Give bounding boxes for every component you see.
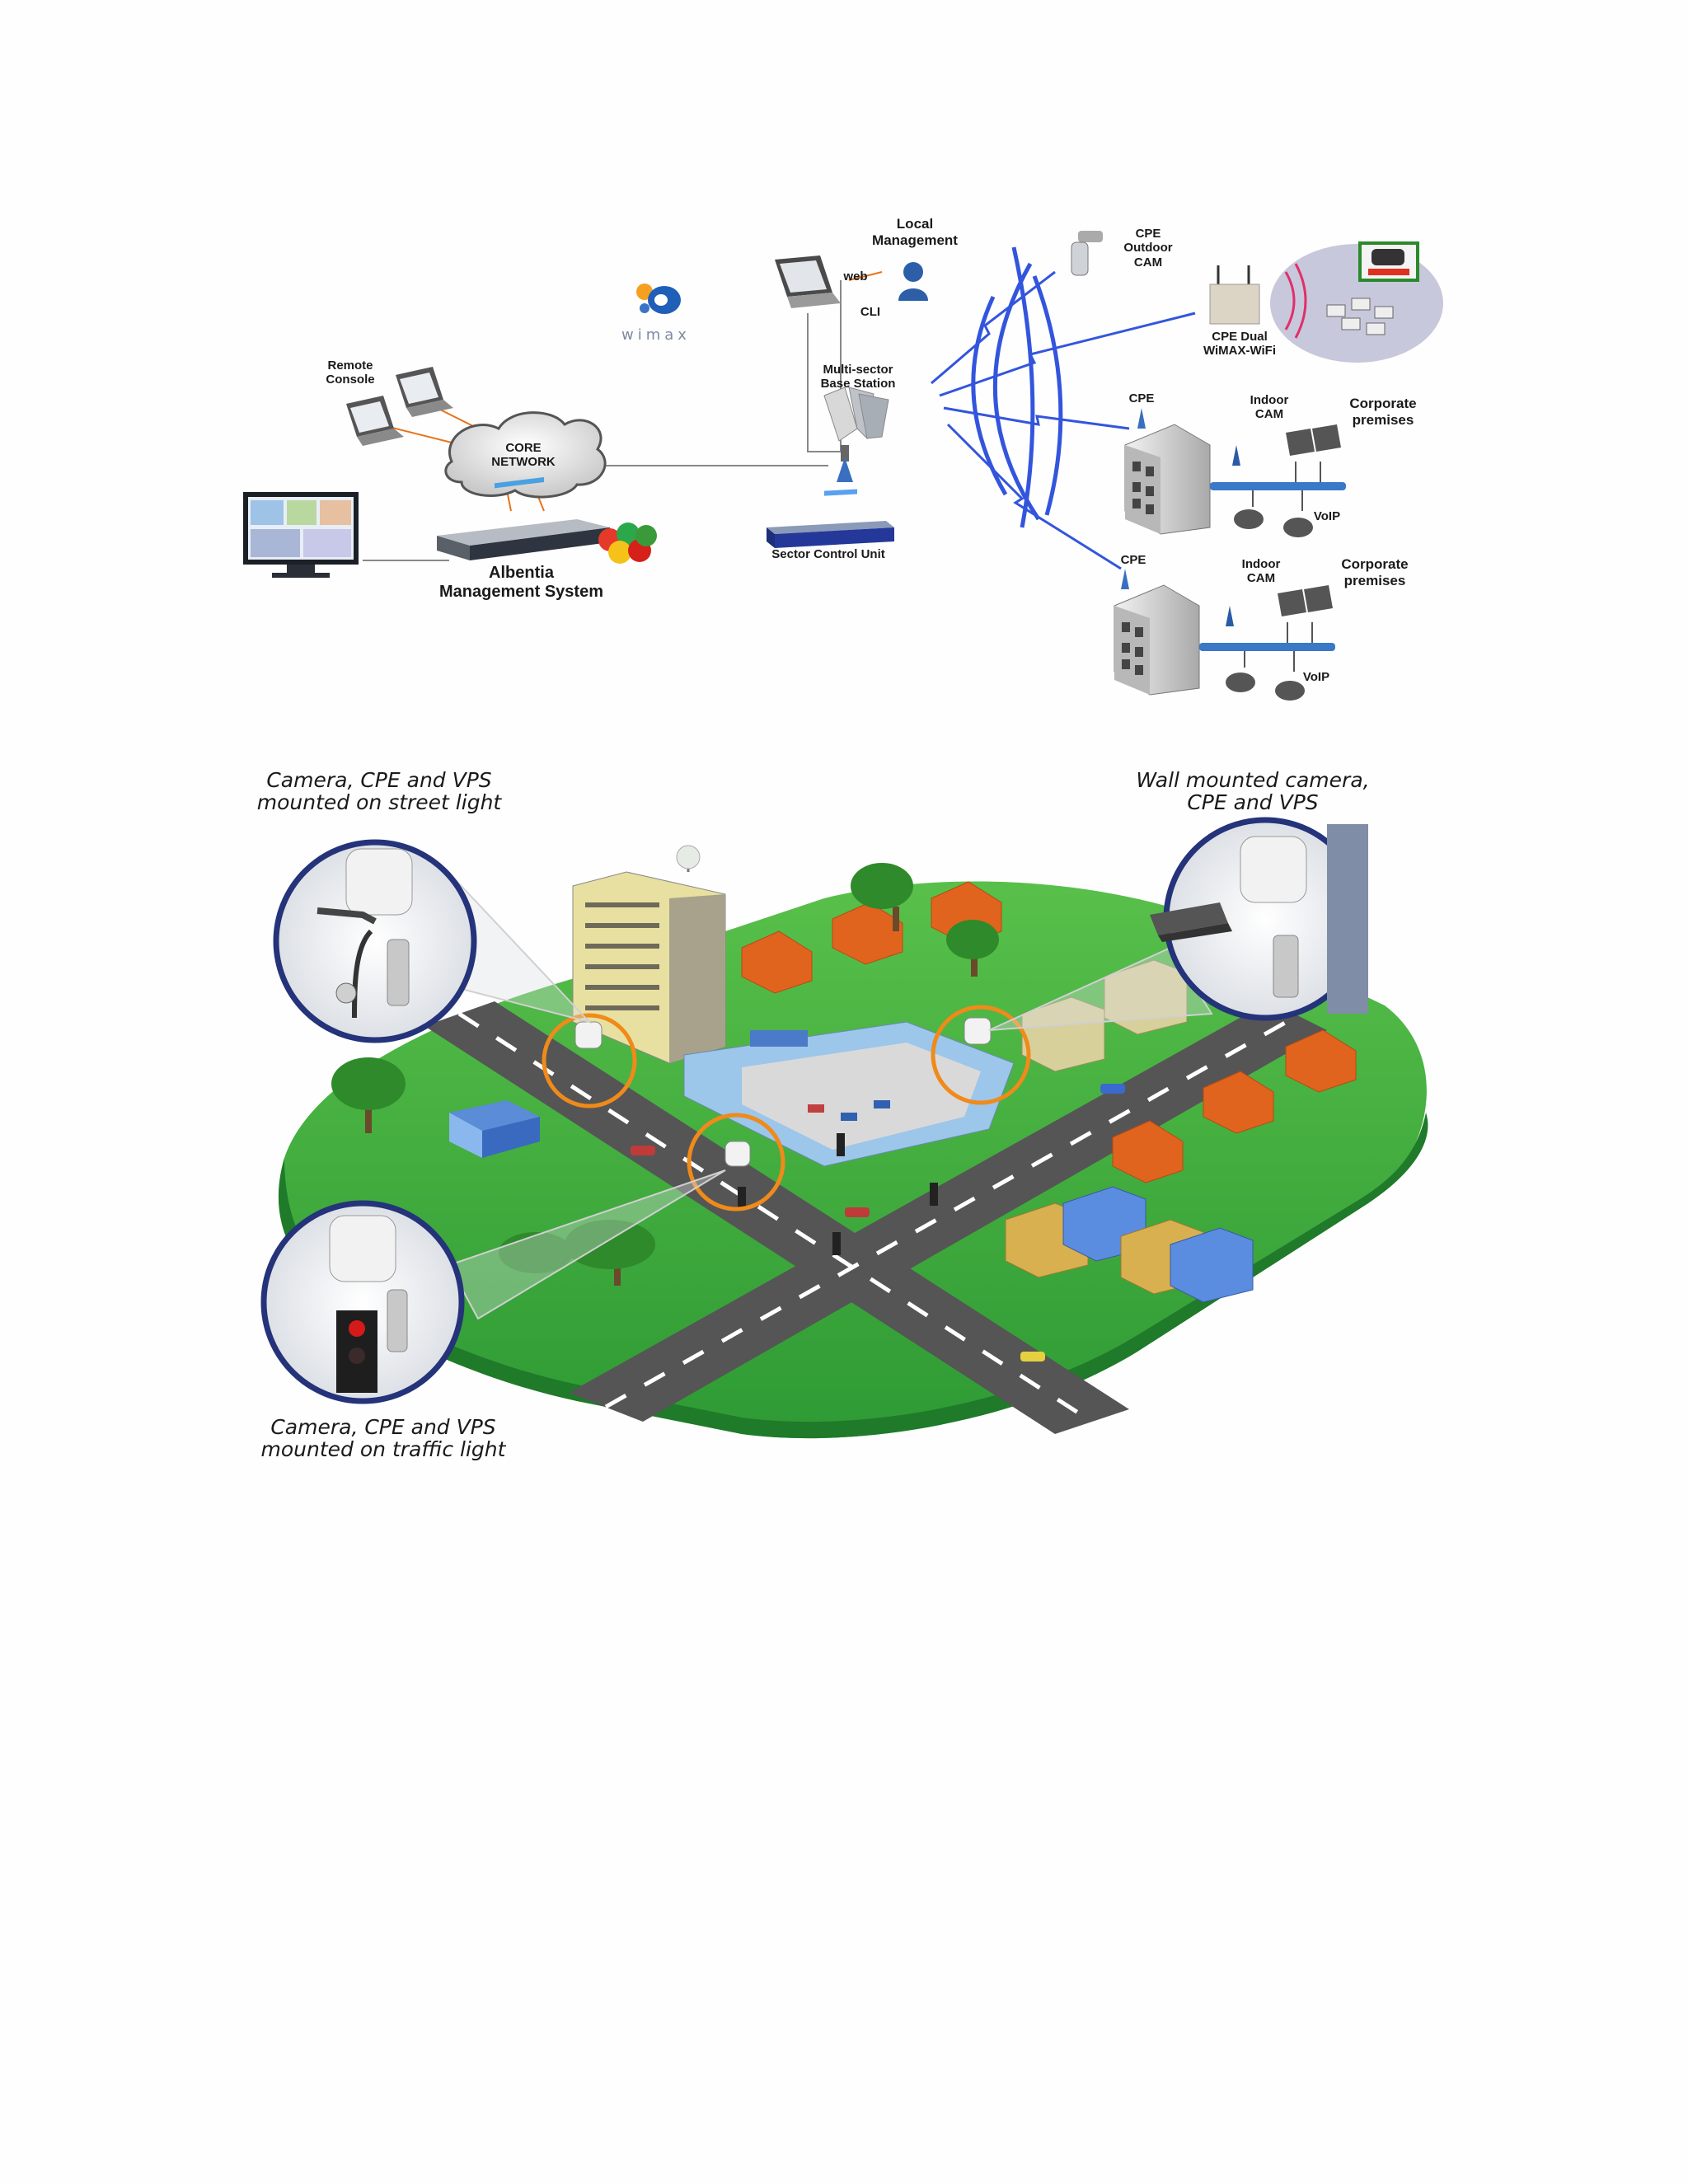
- user-icon: [898, 262, 928, 301]
- indoor-cam-label-1: Indoor CAM: [1240, 393, 1298, 422]
- corporate-premises-label-2: Corporate premises: [1325, 556, 1424, 588]
- base-station: [824, 387, 889, 482]
- caption-wall-mounted: Wall mounted camera, CPE and VPS: [1104, 769, 1401, 813]
- wimax-logo-text: wimax: [621, 326, 691, 344]
- local-laptop: [775, 255, 841, 308]
- cpe-dual-device: [1210, 265, 1259, 324]
- cpe-dual-label: CPE Dual WiMAX-WiFi: [1187, 330, 1292, 359]
- cpe-label-2: CPE: [1114, 553, 1152, 567]
- remote-console-label: Remote Console: [313, 359, 387, 387]
- cpe-label-1: CPE: [1123, 391, 1160, 405]
- indoor-cam-label-2: Indoor CAM: [1232, 557, 1290, 586]
- cli-label: CLI: [857, 305, 884, 319]
- voip-label-1: VoIP: [1306, 509, 1348, 523]
- sector-control-unit-label: Sector Control Unit: [758, 547, 898, 561]
- caption-traffic-light: Camera, CPE and VPS mounted on traffic l…: [227, 1416, 540, 1460]
- management-system-label: Albentia Management System: [424, 564, 618, 602]
- voip-label-2: VoIP: [1296, 670, 1337, 684]
- cpe-outdoor-cam-label: CPE Outdoor CAM: [1113, 227, 1184, 269]
- connection-lines: [363, 280, 841, 560]
- management-monitor: [243, 492, 359, 578]
- radio-waves: [973, 247, 1061, 527]
- corporate-premises-label-1: Corporate premises: [1334, 396, 1432, 428]
- wifi-hotspot-bubble: [1270, 243, 1443, 363]
- web-label: web: [839, 269, 872, 284]
- outdoor-cam: [1071, 231, 1103, 275]
- multi-sector-label: Multi-sector Base Station: [812, 363, 904, 391]
- inset-traffic-light: [264, 1203, 462, 1401]
- local-management-label: Local Management: [849, 216, 981, 248]
- sector-control-unit: [767, 489, 894, 548]
- caption-street-light: Camera, CPE and VPS mounted on street li…: [223, 769, 536, 813]
- inset-street-light: [276, 842, 474, 1040]
- wimax-logo: [636, 284, 681, 314]
- core-network-label: CORE NETWORK: [482, 441, 565, 470]
